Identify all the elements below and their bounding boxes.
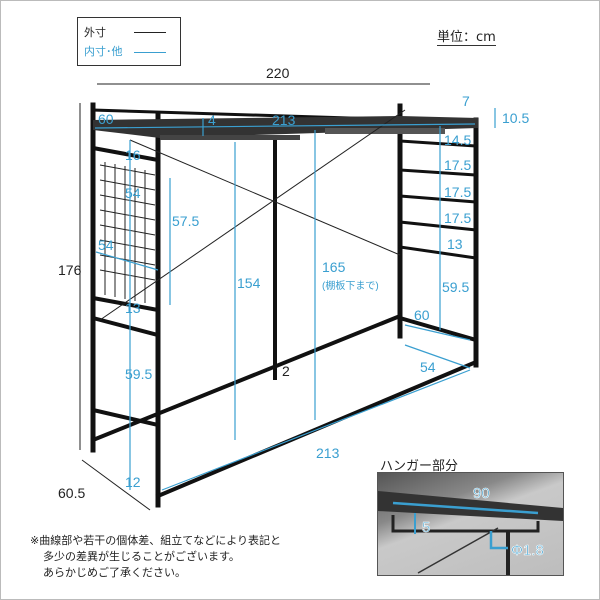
hanger-photo: 90 5 Φ1.8 bbox=[377, 472, 564, 576]
dim-right-bottom-depth: 54 bbox=[420, 359, 436, 375]
mesh-panel bbox=[99, 162, 156, 303]
dim-left-gap: 13 bbox=[125, 300, 141, 316]
dim-mesh-height: 54 bbox=[125, 185, 141, 201]
dim-under-shelf-note: (棚板下まで) bbox=[322, 279, 379, 292]
note-line-2: 多少の差異が生じることがございます。 bbox=[43, 550, 240, 563]
left-bottom-rung bbox=[90, 407, 161, 428]
dim-rung: 59.5 bbox=[442, 279, 469, 295]
dim-mesh-width: 54 bbox=[98, 237, 114, 253]
legend-inner-label: 内寸･他 bbox=[84, 45, 123, 58]
dim-rung: 17.5 bbox=[444, 184, 471, 200]
overall-width-label: 220 bbox=[266, 65, 290, 81]
dim-left-top: 16 bbox=[125, 147, 141, 163]
legend-inner-arrow bbox=[134, 52, 166, 53]
pole-label: 2 bbox=[282, 363, 290, 379]
hanger-diameter: Φ1.8 bbox=[511, 542, 544, 559]
dim-top-rail: 10.5 bbox=[502, 110, 529, 126]
legend-box: 外寸 内寸･他 bbox=[77, 17, 181, 66]
dim-under-shelf: 165 bbox=[322, 259, 346, 275]
dim-rung: 13 bbox=[447, 236, 463, 252]
hanger-bar bbox=[325, 128, 445, 134]
depth-dimension-line bbox=[81, 459, 151, 511]
dim-mesh-frame: 57.5 bbox=[172, 213, 199, 229]
dim-rung: 14.5 bbox=[444, 132, 471, 148]
dim-left-bottom: 12 bbox=[125, 474, 141, 490]
dim-shelf-thickness: 4 bbox=[208, 112, 216, 128]
dim-side-depth-top: 60 bbox=[98, 111, 114, 127]
note-line-1: ※曲線部や若干の個体差、組立てなどにより表記と bbox=[30, 534, 281, 547]
hanger-height: 5 bbox=[422, 519, 430, 536]
dim-shelf-width: 213 bbox=[272, 112, 296, 128]
overall-depth-label: 60.5 bbox=[58, 485, 85, 501]
dim-bottom-width: 213 bbox=[316, 445, 340, 461]
dim-left-lower: 59.5 bbox=[125, 366, 152, 382]
hanger-title: ハンガー部分 bbox=[380, 459, 459, 474]
dim-rung: 17.5 bbox=[444, 210, 471, 226]
shelf-board bbox=[93, 116, 478, 138]
note-line-3: あらかじめご了承ください。 bbox=[43, 566, 186, 579]
dim-pole-height: 154 bbox=[237, 275, 261, 291]
legend-outer-label: 外寸 bbox=[84, 26, 106, 39]
unit-label: 単位：cm bbox=[437, 26, 496, 46]
back-bottom-rail bbox=[90, 313, 403, 443]
right-bottom-rung bbox=[397, 315, 479, 343]
rack-frame bbox=[90, 102, 479, 508]
dim-top-gap: 7 bbox=[462, 93, 470, 109]
dim-rung: 17.5 bbox=[444, 157, 471, 173]
cross-braces bbox=[99, 109, 406, 321]
legend-outer-arrow bbox=[134, 32, 166, 33]
overall-height-label: 176 bbox=[58, 262, 82, 278]
dim-right-depth: 60 bbox=[414, 307, 430, 323]
hanger-length: 90 bbox=[473, 485, 490, 502]
